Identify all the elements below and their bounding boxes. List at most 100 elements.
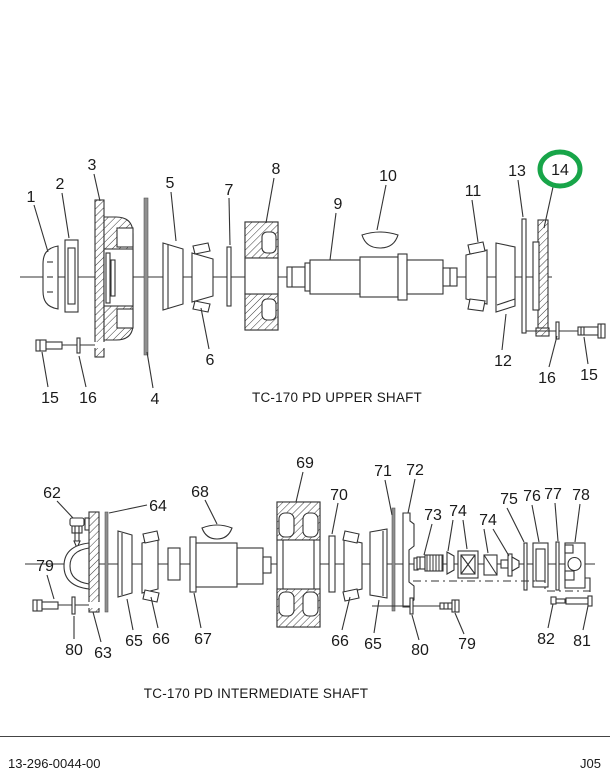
callout-2[interactable]: 2 [56,176,65,193]
part-lower-78-roller-housing [564,542,591,592]
part-upper-16-washer-right [555,321,560,340]
part-lower-64-gasket [104,511,109,613]
callout-81[interactable]: 81 [573,633,591,650]
footer-doc-number: 13-296-0044-00 [8,756,101,771]
part-upper-11-bearing-cone [465,241,488,312]
part-lower-79-bolt-left [32,596,89,615]
part-upper-16-washer-left [76,337,81,354]
part-lower-80-washer-right [409,597,414,615]
callout-67[interactable]: 67 [194,631,212,648]
part-upper-15-bolt-left [35,337,95,354]
part-upper-7-shim [226,246,232,307]
part-lower-69-gear [276,501,321,628]
part-lower-76-sleeve [532,542,549,588]
callout-73[interactable]: 73 [424,507,442,524]
part-upper-4-gasket [143,197,149,356]
part-upper-10-key [361,231,399,249]
part-upper-12-bearing-cup [495,242,516,313]
part-lower-66-bearing-cone-right [342,530,363,602]
lower-diagram-caption: TC-170 PD INTERMEDIATE SHAFT [144,686,368,701]
callout-4[interactable]: 4 [151,391,160,408]
callout-65-right[interactable]: 65 [364,636,382,653]
callout-74-first[interactable]: 74 [449,503,467,520]
part-lower-77-shim [555,541,560,591]
part-lower-70-spacer [328,535,336,593]
part-upper-13-shim-plate [521,218,527,334]
part-lower-68-key [201,524,233,540]
part-upper-8-gear [244,221,279,331]
part-upper-6-bearing-cone [191,242,214,313]
callout-82[interactable]: 82 [537,631,555,648]
callout-69[interactable]: 69 [296,455,314,472]
callout-65-left[interactable]: 65 [125,633,143,650]
callout-79-left[interactable]: 79 [36,558,54,575]
part-upper-9-shaft [286,253,458,301]
callout-16-right[interactable]: 16 [538,370,556,387]
upper-callouts: 1 2 3 4 5 6 7 8 9 10 11 12 13 14 15 15 1… [27,157,598,408]
callout-75[interactable]: 75 [500,491,518,508]
hidden-mounting-line [413,580,590,592]
callout-15-left[interactable]: 15 [41,390,59,407]
part-lower-80-washer-left [71,596,76,615]
part-lower-72-cover-plate [402,512,419,608]
part-lower-81-pin [565,597,589,605]
part-lower-75-shim [523,542,528,591]
callout-76[interactable]: 76 [523,488,541,505]
callout-66-left[interactable]: 66 [152,631,170,648]
upper-leader-lines [33,173,589,389]
part-lower-63-cover [63,511,100,613]
lower-callouts: 62 63 64 65 65 66 66 67 68 69 70 71 72 7… [36,455,591,662]
part-lower-65-bearing-cup-right [369,528,388,599]
lower-leader-lines [46,471,589,643]
callout-66-right[interactable]: 66 [331,633,349,650]
callout-6[interactable]: 6 [206,352,215,369]
callout-9[interactable]: 9 [334,196,343,213]
callout-12[interactable]: 12 [494,353,512,370]
callout-64[interactable]: 64 [149,498,167,515]
callout-63[interactable]: 63 [94,645,112,662]
callout-13[interactable]: 13 [508,163,526,180]
callout-3[interactable]: 3 [88,157,97,174]
callout-79-right[interactable]: 79 [458,636,476,653]
callout-10[interactable]: 10 [379,168,397,185]
callout-16-left[interactable]: 16 [79,390,97,407]
upper-shaft-diagram [20,197,606,358]
part-lower-82-screw [550,596,557,605]
callout-80-right[interactable]: 80 [411,642,429,659]
callout-14-highlighted[interactable]: 14 [551,162,569,179]
part-lower-81-82-pin-screw [550,595,593,607]
lower-shaft-diagram [25,501,595,628]
callout-7[interactable]: 7 [225,182,234,199]
part-lower-73-screw-spring [416,554,444,572]
part-upper-5-bearing-cup [162,242,184,311]
part-lower-74-detent-set [446,550,520,579]
callout-78[interactable]: 78 [572,487,590,504]
part-lower-67-shaft [167,536,272,593]
part-lower-65-bearing-cup-left [117,530,133,598]
callout-77[interactable]: 77 [544,486,562,503]
callout-15-right[interactable]: 15 [580,367,598,384]
part-upper-2-spacer [64,239,79,313]
part-upper-3-hub [94,199,134,358]
callout-8[interactable]: 8 [272,161,281,178]
callout-5[interactable]: 5 [166,175,175,192]
part-lower-62-grease-fitting [69,517,85,550]
callout-71[interactable]: 71 [374,463,392,480]
part-upper-15-bolt-right [526,321,606,340]
footer-page-code: J05 [580,756,601,771]
part-lower-66-bearing-cone-left [141,530,160,603]
callout-68[interactable]: 68 [191,484,209,501]
callout-74-second[interactable]: 74 [479,512,497,529]
upper-diagram-caption: TC-170 PD UPPER SHAFT [252,390,422,405]
callout-72[interactable]: 72 [406,462,424,479]
part-upper-1-yoke [42,245,59,310]
callout-70[interactable]: 70 [330,487,348,504]
callout-11[interactable]: 11 [465,183,482,200]
callout-1[interactable]: 1 [27,189,36,206]
callout-80-left[interactable]: 80 [65,642,83,659]
highlight-circle-14 [537,149,583,189]
part-upper-14-retainer [532,219,550,337]
callout-62[interactable]: 62 [43,485,61,502]
